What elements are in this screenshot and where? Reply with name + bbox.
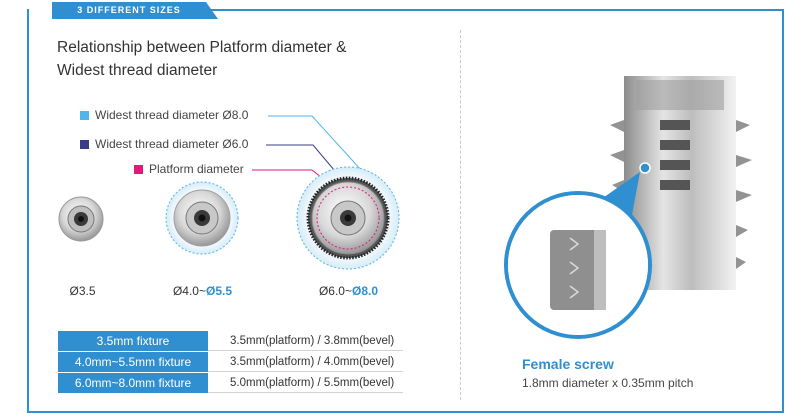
size-label-6-0: Ø6.0~Ø8.0 (318, 284, 379, 298)
spec-row: 4.0mm~5.5mm fixture 3.5mm(platform) / 4.… (58, 352, 403, 372)
vertical-divider (460, 30, 461, 400)
screw-title: Female screw (522, 356, 614, 372)
frame-top-border (210, 9, 784, 11)
section-tab: 3 DIFFERENT SIZES (52, 2, 218, 19)
legend-label: Widest thread diameter Ø6.0 (95, 137, 249, 151)
spec-name: 4.0mm~5.5mm fixture (58, 352, 208, 372)
content-frame (27, 9, 784, 413)
magenta-swatch (134, 164, 143, 174)
legend-label: Platform diameter (149, 162, 244, 176)
size-label-3-5: Ø3.5 (69, 284, 96, 298)
zoom-marker (639, 162, 651, 174)
spec-value: 5.0mm(platform) / 5.5mm(bevel) (230, 377, 395, 389)
spec-name: 6.0mm~8.0mm fixture (58, 373, 208, 393)
thread-zoom-view (504, 191, 652, 339)
fixture-6-0-top-view (296, 166, 400, 270)
navy-swatch (80, 139, 89, 149)
spec-underline (208, 350, 403, 351)
legend-label: Widest thread diameter Ø8.0 (95, 108, 249, 122)
legend-item-widest-6: Widest thread diameter Ø6.0 (80, 137, 248, 151)
light-blue-swatch (80, 110, 89, 120)
title-line-2: Widest thread diameter (57, 62, 218, 79)
page-title: Relationship between Platform diameter &… (57, 36, 417, 82)
spec-row: 6.0mm~8.0mm fixture 5.0mm(platform) / 5.… (58, 373, 403, 393)
zoom-connector (600, 172, 640, 225)
screw-description: 1.8mm diameter x 0.35mm pitch (522, 376, 694, 390)
spec-underline (208, 371, 403, 372)
spec-underline (208, 392, 403, 393)
spec-row: 3.5mm fixture 3.5mm(platform) / 3.8mm(be… (58, 331, 403, 351)
legend-item-platform: Platform diameter (134, 162, 244, 176)
spec-value: 3.5mm(platform) / 3.8mm(bevel) (230, 335, 395, 347)
fixture-3-5-top-view (58, 196, 104, 242)
legend-item-widest-8: Widest thread diameter Ø8.0 (80, 108, 248, 122)
size-label-4-0: Ø4.0~Ø5.5 (172, 284, 233, 298)
spec-value: 3.5mm(platform) / 4.0mm(bevel) (230, 356, 395, 368)
title-line-1: Relationship between Platform diameter & (57, 39, 347, 56)
fixture-4-0-top-view (165, 181, 239, 255)
spec-name: 3.5mm fixture (58, 331, 208, 351)
